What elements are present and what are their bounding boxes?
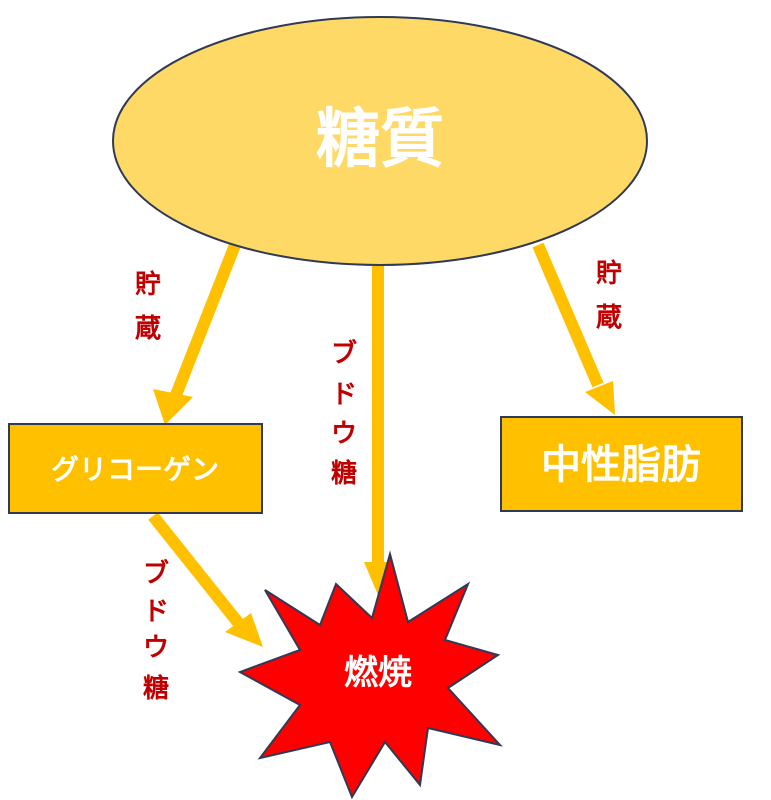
neutral-fat-label: 中性脂肪: [541, 442, 701, 488]
glucose-left-char-3: ウ: [143, 633, 169, 663]
glycogen-label: グリコーゲン: [51, 453, 219, 486]
glucose-center-char-3: ウ: [331, 419, 357, 449]
edge-label-store-right: 貯 蔵: [596, 258, 622, 333]
carbohydrate-node: 糖質: [112, 16, 648, 266]
edge-label-glucose-left: ブ ド ウ 糖: [143, 558, 169, 704]
burn-label: 燃焼: [344, 653, 412, 693]
edge-label-glucose-center: ブ ド ウ 糖: [331, 338, 357, 489]
glucose-center-char-1: ブ: [331, 338, 357, 369]
glucose-center-char-4: 糖: [331, 458, 357, 489]
store-left-char-1: 貯: [135, 269, 161, 300]
carbohydrate-label: 糖質: [316, 103, 444, 177]
glucose-center-char-2: ド: [331, 380, 357, 410]
glucose-left-char-4: 糖: [143, 673, 169, 704]
burn-node: 燃焼: [237, 550, 503, 800]
neutral-fat-node: 中性脂肪: [500, 416, 743, 512]
store-right-char-1: 貯: [596, 258, 622, 289]
glycogen-node: グリコーゲン: [8, 423, 263, 514]
arrow-to-burn: [364, 255, 392, 595]
arrow-to-glycogen: [153, 242, 241, 425]
store-right-char-2: 蔵: [596, 303, 622, 333]
glucose-left-char-2: ド: [143, 597, 169, 627]
store-left-char-2: 蔵: [135, 314, 161, 344]
edge-label-store-left: 貯 蔵: [135, 269, 161, 344]
glucose-left-char-1: ブ: [143, 558, 169, 589]
arrow-to-fat: [532, 242, 615, 415]
explosion-burst: [237, 550, 503, 800]
arrow-glycogen-to-burn: [148, 512, 263, 647]
